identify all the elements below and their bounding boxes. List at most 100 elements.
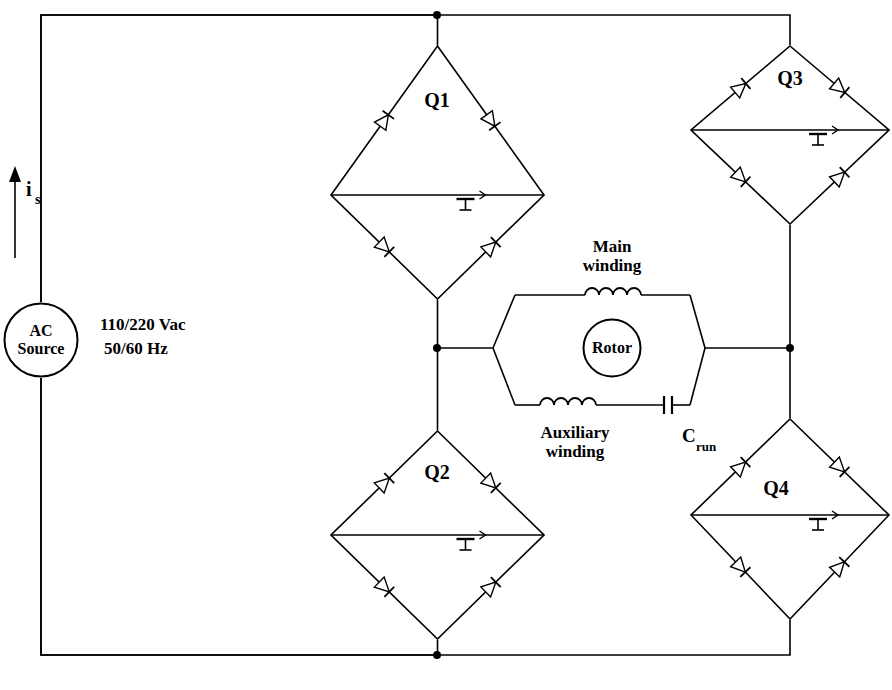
diode-bar: [741, 457, 751, 467]
label-box: Auxiliary winding: [525, 424, 625, 461]
circle-outline: [5, 304, 78, 377]
diode-bar: [840, 467, 850, 477]
auxiliary-winding-coil: [540, 398, 596, 405]
wire: [705, 347, 790, 349]
bidirectional-switch: Q1: [330, 45, 545, 300]
label-box: 110/220 Vac: [100, 316, 186, 335]
motor-lead: [690, 348, 705, 405]
node-label: Rotor: [584, 339, 640, 357]
circuit-label: Auxiliary winding: [525, 424, 625, 461]
current-arrow-shaft: [14, 178, 16, 258]
wire: [515, 294, 585, 296]
diode-symbol: [481, 111, 495, 126]
diode-bar: [491, 237, 501, 247]
diode-bar: [489, 122, 500, 130]
diode-symbol: [481, 242, 496, 257]
igbt-gate-terminal: [812, 144, 824, 146]
label-box: s: [35, 192, 40, 207]
switch-line: [331, 534, 544, 536]
igbt-emitter-arrow: [480, 531, 486, 539]
switch-label: Q1: [424, 89, 450, 111]
circle-node: Rotor: [582, 318, 642, 378]
circle-outline: [584, 320, 641, 377]
igbt-gate-terminal: [460, 209, 472, 211]
label-box: Main winding: [572, 238, 652, 275]
switch-line: [691, 129, 889, 131]
circuit-label: 50/60 Hz: [104, 340, 168, 359]
diode-symbol: [731, 462, 746, 477]
diode-bridge-outline: [691, 419, 889, 619]
circuit-wire: [41, 15, 438, 302]
diode-symbol: [830, 562, 845, 577]
igbt-gate-lead: [817, 519, 819, 530]
diode-bar: [840, 167, 850, 177]
diode-symbol: [731, 167, 746, 182]
circuit-wire: [437, 300, 439, 430]
circle-node: AC Source: [3, 302, 79, 378]
diode-symbol: [374, 237, 389, 252]
circuit-wire: [41, 15, 790, 302]
diode-symbol: [830, 172, 845, 187]
diode-symbol: [731, 557, 746, 572]
diode-symbol: [830, 78, 845, 92]
diode-symbol: [481, 473, 496, 488]
node-label: AC Source: [10, 322, 72, 357]
switch-label: Q2: [424, 461, 450, 483]
current-arrow-head: [9, 166, 21, 182]
wire: [437, 347, 493, 349]
igbt-gate-terminal: [812, 529, 824, 531]
diode-symbol: [481, 582, 496, 597]
igbt-gate-terminal: [460, 549, 472, 551]
circuit-label: C: [682, 426, 696, 447]
label-box: i: [26, 178, 32, 200]
motor-lead: [493, 295, 515, 348]
label-box: C: [682, 426, 696, 447]
diode-bridge-outline: [331, 46, 544, 299]
diode-bar: [384, 587, 394, 597]
diode-bridge-outline: [331, 431, 544, 639]
diode-bar: [839, 557, 849, 567]
diode-bridge-outline: [691, 46, 889, 224]
diode-bar: [384, 247, 394, 257]
circuit-wire: [789, 225, 791, 418]
wire: [596, 404, 664, 406]
bidirectional-switch: Q4: [690, 418, 890, 620]
circuit-label: i: [26, 178, 32, 200]
diode-bar: [383, 111, 394, 119]
diode-bar: [740, 567, 750, 577]
wire: [641, 294, 690, 296]
wire: [515, 404, 540, 406]
diode-symbol: [374, 577, 389, 592]
circuit-wire: [41, 378, 438, 655]
wire: [672, 404, 690, 406]
diode-bar: [840, 87, 849, 98]
switch-label: Q4: [763, 477, 789, 499]
label-box: 50/60 Hz: [104, 340, 168, 359]
igbt-gate-lead: [465, 539, 467, 550]
circuit-wire: [41, 378, 790, 655]
diode-bar: [491, 483, 501, 493]
diode-symbol: [731, 83, 746, 97]
diode-symbol: [830, 457, 845, 472]
main-winding-coil: [585, 288, 641, 295]
diode-bar: [741, 78, 750, 89]
label-box: run: [696, 440, 716, 454]
igbt-gate-lead: [465, 199, 467, 210]
diode-symbol: [374, 478, 389, 493]
switch-line: [331, 194, 544, 196]
igbt-emitter-arrow: [832, 126, 838, 134]
diode-bar: [491, 577, 501, 587]
diode-bar: [384, 473, 394, 483]
igbt-emitter-arrow: [480, 191, 486, 199]
diode-bar: [741, 177, 751, 187]
bidirectional-switch: Q2: [330, 430, 545, 640]
circuit-label: s: [35, 192, 40, 207]
igbt-emitter-arrow: [832, 511, 838, 519]
switch-line: [691, 514, 889, 516]
circuit-label: Main winding: [572, 238, 652, 275]
switch-label: Q3: [777, 67, 803, 89]
motor-lead: [493, 348, 515, 405]
node-shape: [690, 418, 890, 620]
bidirectional-switch: Q3: [690, 45, 890, 225]
